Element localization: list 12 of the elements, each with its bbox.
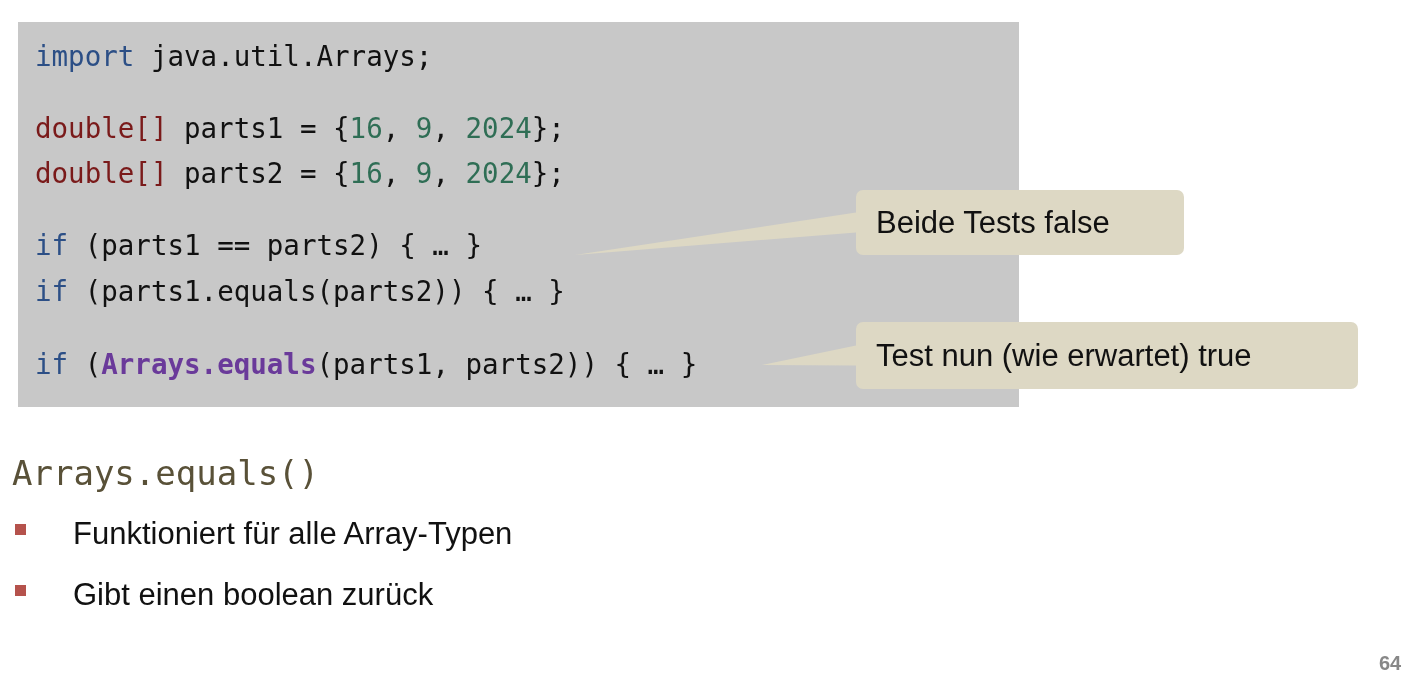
code-line: if (Arrays.equals(parts1, parts2)) { … } [35,347,698,382]
callout-box: Test nun (wie erwartet) true [856,322,1358,389]
bullet-text: Gibt einen boolean zurück [73,577,434,613]
code-line: if (parts1 == parts2) { … } [35,228,483,263]
code-line: import java.util.Arrays; [35,39,433,74]
code-line: double[] parts2 = {16, 9, 2024}; [35,156,565,191]
heading: Arrays.equals() [12,453,320,493]
callout-box: Beide Tests false [856,190,1184,255]
page-number: 64 [1379,652,1402,675]
code-line: if (parts1.equals(parts2)) { … } [35,274,565,309]
bullet-text: Funktioniert für alle Array-Typen [73,516,513,552]
code-line: double[] parts1 = {16, 9, 2024}; [35,111,565,146]
